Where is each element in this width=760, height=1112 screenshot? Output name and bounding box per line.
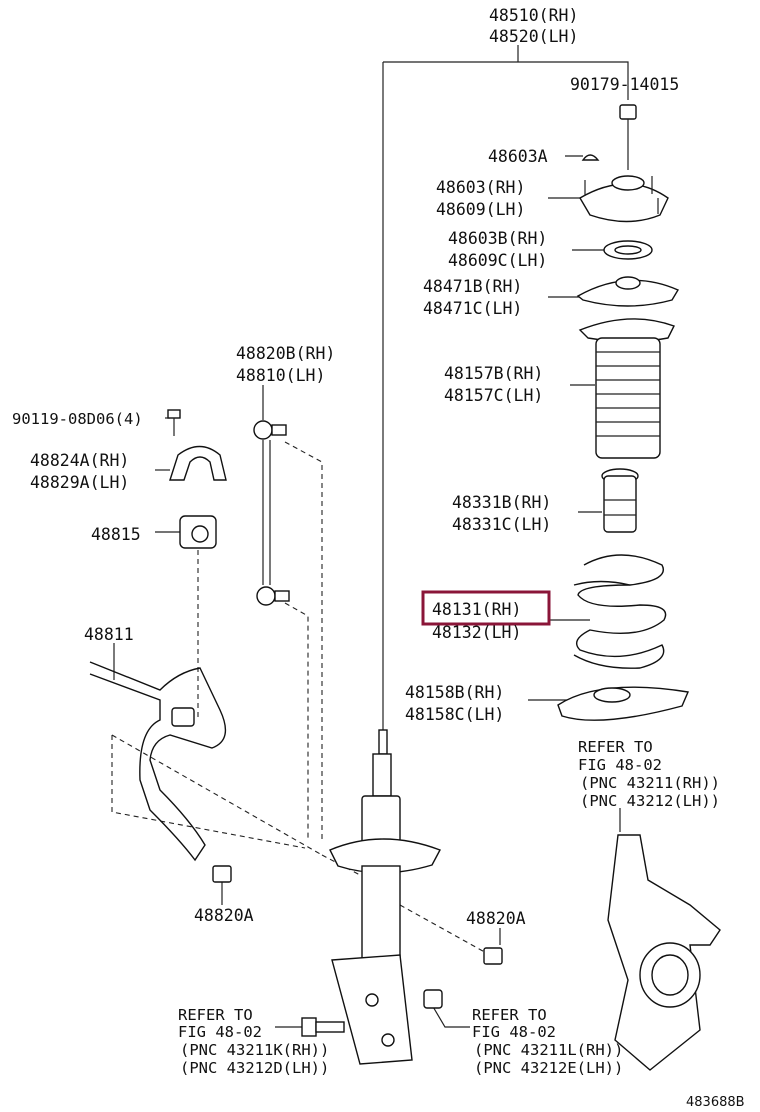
bump-stop xyxy=(601,468,639,533)
steering-knuckle xyxy=(607,834,721,1071)
label-stabilizer-bar: 48811 xyxy=(84,625,134,644)
stabilizer-bracket xyxy=(169,445,227,481)
refer-knuckle-line3: (PNC 43211(RH)) xyxy=(580,774,720,792)
label-bushing: 48815 xyxy=(91,525,141,544)
label-support-lh: 48609(LH) xyxy=(436,200,525,219)
label-seat-upper-rh: 48471B(RH) xyxy=(423,277,522,296)
coil-spring xyxy=(573,554,667,669)
stabilizer-link xyxy=(253,420,290,606)
highlight-box xyxy=(421,590,551,626)
label-bracket-lh: 48829A(LH) xyxy=(30,473,129,492)
label-insulator-rh: 48158B(RH) xyxy=(405,683,504,702)
refer-knuckle-line4: (PNC 43212(LH)) xyxy=(580,792,720,810)
refer-nut-line2: FIG 48-02 xyxy=(472,1023,556,1041)
stabilizer-bushing xyxy=(179,515,217,549)
strut-mount xyxy=(579,175,669,223)
refer-nut-line3: (PNC 43211L(RH)) xyxy=(474,1041,623,1059)
refer-knuckle-line1: REFER TO xyxy=(578,738,653,756)
label-link-lh: 48810(LH) xyxy=(236,366,325,385)
link-nut-right-part xyxy=(483,947,503,965)
label-bracket-rh: 48824A(RH) xyxy=(30,451,129,470)
label-link-rh: 48820B(RH) xyxy=(236,344,335,363)
label-spring-lh: 48132(LH) xyxy=(432,623,521,642)
label-bumper-lh: 48331C(LH) xyxy=(452,515,551,534)
label-support-rh: 48603(RH) xyxy=(436,178,525,197)
label-bolt: 90119-08D06(4) xyxy=(12,410,143,428)
refer-bolt-line3: (PNC 43211K(RH)) xyxy=(180,1041,329,1059)
refer-nut-line4: (PNC 43212E(LH)) xyxy=(474,1059,623,1077)
knuckle-bolt xyxy=(301,1017,345,1037)
link-nut-left-part xyxy=(212,865,232,883)
label-spring-rh: 48131(RH) xyxy=(432,600,521,619)
label-link-nut-left: 48820A xyxy=(194,906,254,925)
stabilizer-bar xyxy=(89,661,227,862)
upper-spring-seat xyxy=(576,276,680,307)
bracket-bolt xyxy=(167,409,181,436)
lower-insulator xyxy=(557,686,689,721)
bearing xyxy=(603,240,653,260)
top-nut xyxy=(619,104,637,170)
label-bearing-lh: 48609C(LH) xyxy=(448,251,547,270)
label-cap-a: 48603A xyxy=(488,147,548,166)
label-strut-rh: 48510(RH) xyxy=(489,6,578,25)
label-boot-rh: 48157B(RH) xyxy=(444,364,543,383)
refer-bolt-line4: (PNC 43212D(LH)) xyxy=(180,1059,329,1077)
label-link-nut-right: 48820A xyxy=(466,909,526,928)
refer-bolt-line2: FIG 48-02 xyxy=(178,1023,262,1041)
figure-number: 483688B xyxy=(686,1095,745,1110)
label-bearing-rh: 48603B(RH) xyxy=(448,229,547,248)
knuckle-nut xyxy=(423,989,443,1009)
label-bumper-rh: 48331B(RH) xyxy=(452,493,551,512)
label-strut-lh: 48520(LH) xyxy=(489,27,578,46)
refer-knuckle-line2: FIG 48-02 xyxy=(578,756,662,774)
refer-bolt-note: REFER TO FIG 48-02 (PNC 43211K(RH)) (PNC… xyxy=(178,1006,329,1077)
label-nut-top: 90179-14015 xyxy=(570,75,679,94)
refer-bolt-line1: REFER TO xyxy=(178,1006,253,1024)
dust-boot xyxy=(578,318,675,459)
refer-nut-line1: REFER TO xyxy=(472,1006,547,1024)
label-boot-lh: 48157C(LH) xyxy=(444,386,543,405)
refer-knuckle-note: REFER TO FIG 48-02 (PNC 43211(RH)) (PNC … xyxy=(578,738,720,810)
label-insulator-lh: 48158C(LH) xyxy=(405,705,504,724)
refer-nut-note: REFER TO FIG 48-02 (PNC 43211L(RH)) (PNC… xyxy=(472,1006,623,1077)
label-seat-upper-lh: 48471C(LH) xyxy=(423,299,522,318)
strut-assembly xyxy=(329,729,441,1065)
cap-48603a xyxy=(581,154,600,161)
